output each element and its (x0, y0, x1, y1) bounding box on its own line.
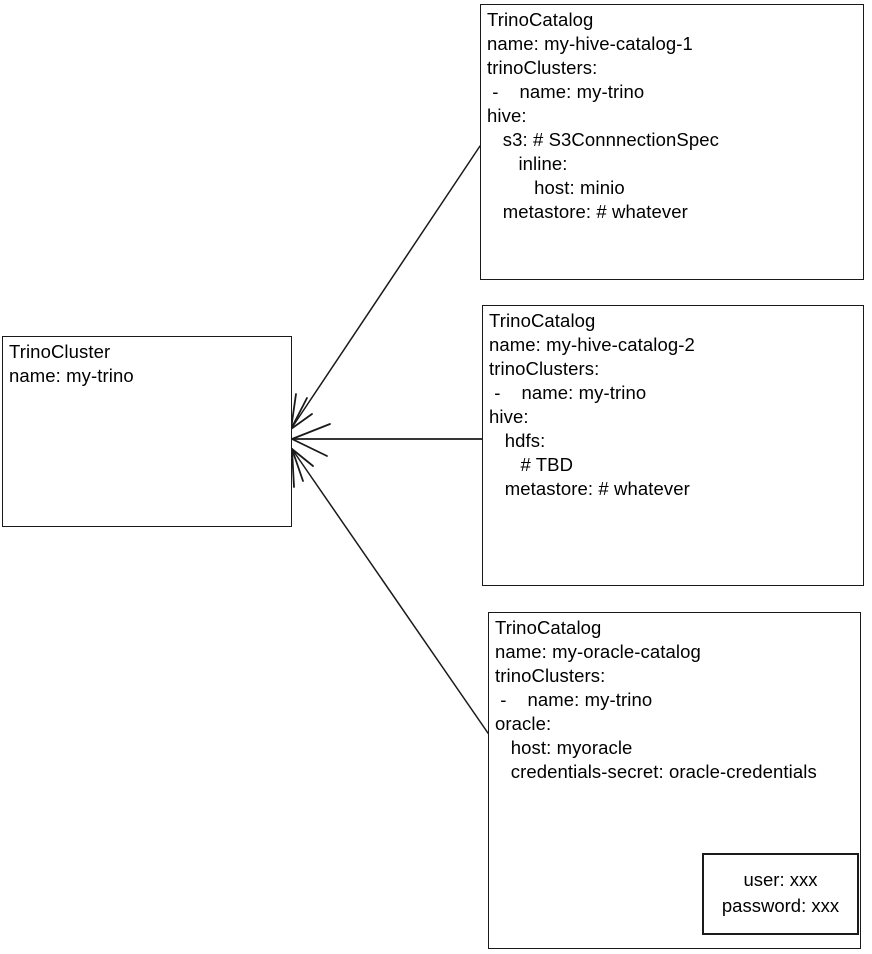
node-trino-cluster-text: TrinoCluster name: my-trino (9, 341, 134, 386)
node-trino-catalog-hive-2-text: TrinoCatalog name: my-hive-catalog-2 tri… (489, 310, 695, 499)
edge-catalog-1-to-cluster (290, 145, 481, 430)
node-trino-catalog-hive-2[interactable]: TrinoCatalog name: my-hive-catalog-2 tri… (482, 305, 864, 586)
node-credentials-secret[interactable]: user: xxx password: xxx (702, 853, 859, 935)
node-credentials-secret-text: user: xxx password: xxx (721, 869, 840, 916)
node-trino-catalog-hive-1[interactable]: TrinoCatalog name: my-hive-catalog-1 tri… (480, 4, 864, 280)
edge-catalog-2-to-cluster (291, 423, 483, 457)
node-trino-catalog-oracle-text: TrinoCatalog name: my-oracle-catalog tri… (495, 617, 817, 782)
node-trino-cluster[interactable]: TrinoCluster name: my-trino (2, 336, 292, 527)
node-trino-catalog-hive-1-text: TrinoCatalog name: my-hive-catalog-1 tri… (487, 9, 719, 222)
edge-catalog-oracle-to-cluster (291, 448, 491, 737)
